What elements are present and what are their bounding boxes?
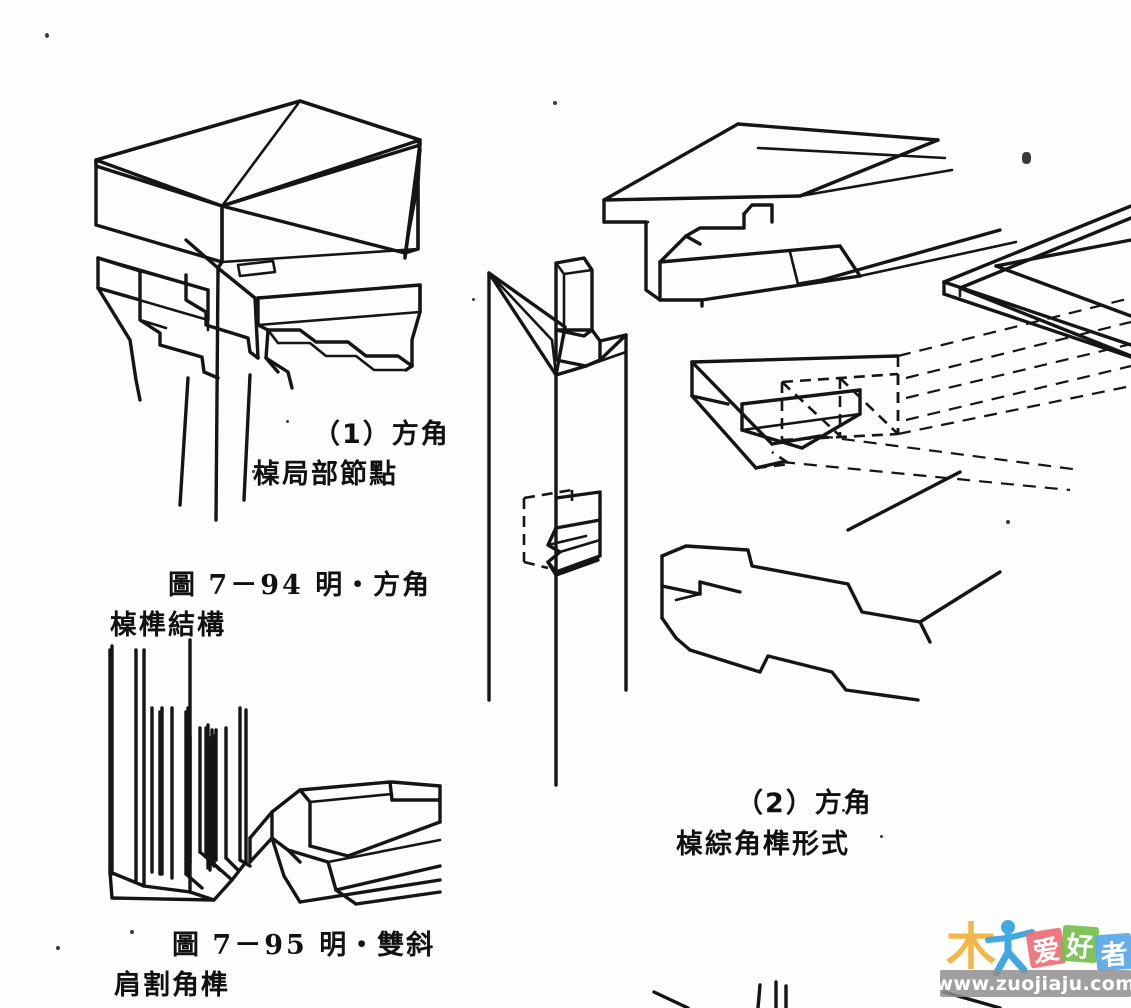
caption-fig794-suffix: 明・方角	[315, 570, 432, 601]
watermark-url-bar	[940, 970, 1131, 997]
site-watermark: 木 爱 好 者 www.zuojiaju.com	[935, 908, 1131, 1008]
watermark-url-text: www.zuojiaju.com	[935, 972, 1131, 995]
scan-speck	[880, 835, 883, 838]
scan-speck	[130, 930, 134, 934]
caption-figure2-line2: 槕綜角榫形式	[676, 829, 850, 860]
scan-speck	[252, 470, 255, 473]
scan-speck	[56, 946, 60, 950]
caption-fig794-prefix: 圖	[168, 570, 197, 601]
scan-speck	[472, 298, 475, 301]
scan-speck	[45, 33, 49, 38]
watermark-char-mu: 木	[946, 918, 996, 976]
figure-shouldered-rail	[660, 470, 1002, 702]
watermark-tile-hao: 好	[1060, 924, 1100, 963]
caption-fig794-line1: 圖 7－94 明・方角	[168, 563, 431, 602]
figure-page-bottom-partials	[652, 980, 1002, 1008]
figure-mitred-apron-tenon	[602, 122, 1018, 308]
caption-figure1-line1: （1）方角	[313, 419, 450, 450]
watermark-tile-zhe: 者	[1094, 932, 1131, 971]
scan-speck	[286, 420, 289, 423]
caption-figure1-line2: 槕局部節點	[253, 459, 398, 490]
caption-figure2-line1: （2）方角	[736, 788, 873, 819]
figure-leg-with-tenon	[487, 256, 628, 787]
figure-double-bevel-mitre	[108, 638, 442, 906]
scan-speck	[1022, 152, 1031, 164]
caption-fig795-line1: 圖 7－95 明・雙斜	[172, 923, 435, 962]
figure-frame-corner-panel	[942, 204, 1131, 359]
caption-fig795-line2: 肩割角榫	[114, 970, 230, 1001]
watermark-tile-ai: 爱	[1025, 927, 1067, 969]
scan-speck	[1006, 520, 1010, 524]
caption-fig795-number: 7－95	[212, 930, 308, 961]
caption-fig795-suffix: 明・雙斜	[319, 930, 436, 961]
scan-speck	[553, 101, 557, 105]
scan-speck	[842, 809, 845, 812]
caption-fig794-line2: 槕榫結構	[110, 610, 226, 641]
figure-square-corner-assembly	[94, 99, 422, 522]
caption-fig794-number: 7－94	[208, 570, 304, 601]
figure-hidden-mortise-dashed	[690, 296, 1131, 492]
caption-fig795-prefix: 圖	[172, 930, 201, 961]
